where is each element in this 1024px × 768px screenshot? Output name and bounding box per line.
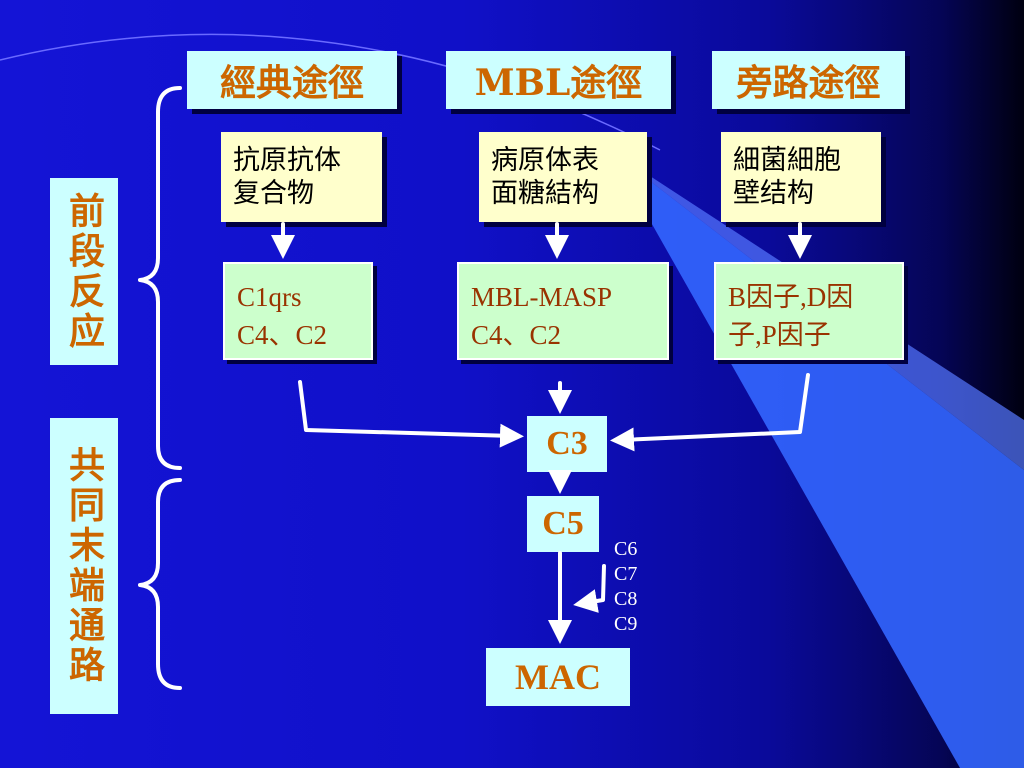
alternative-activator-line1: 細菌細胞 xyxy=(733,145,841,176)
classic-to-c3-arrow xyxy=(298,380,524,448)
mbl-activator-box: 病原体表 面糖結构 xyxy=(479,132,647,222)
mbl-component-box: MBL-MASP C4、C2 xyxy=(457,262,669,360)
classic-activator-line2: 复合物 xyxy=(233,178,314,209)
late-stage-label: 共同末端通路 xyxy=(50,418,118,714)
classic-component-line2: C4、C2 xyxy=(237,320,328,350)
alternative-component-line2: 子,P因子 xyxy=(728,320,831,350)
early-stage-label: 前段反应 xyxy=(50,178,118,365)
mbl-component-line1: MBL-MASP xyxy=(471,282,613,312)
mbl-component-line2: C4、C2 xyxy=(471,320,562,350)
c6-label: C6 xyxy=(614,538,638,560)
c3-box: C3 xyxy=(527,416,607,472)
alternative-component-box: B因子,D因 子,P因子 xyxy=(714,262,904,360)
classic-activator-box: 抗原抗体 复合物 xyxy=(221,132,382,222)
mbl-activator-line1: 病原体表 xyxy=(491,145,599,176)
alternative-activator-box: 細菌細胞 壁结构 xyxy=(721,132,881,222)
late-stage-brace xyxy=(138,478,182,690)
mbl-pathway-header: MBL途徑 xyxy=(446,51,671,109)
alternative-pathway-header: 旁路途徑 xyxy=(712,51,905,109)
mbl-activator-line2: 面糖結构 xyxy=(491,178,599,209)
c7-label: C7 xyxy=(614,563,638,585)
alternative-component-line1: B因子,D因 xyxy=(728,282,854,312)
classic-component-line1: C1qrs xyxy=(237,282,302,312)
alternative-activator-line2: 壁结构 xyxy=(733,178,814,209)
c9-label: C9 xyxy=(614,613,638,635)
classic-component-box: C1qrs C4、C2 xyxy=(223,262,373,360)
alternative-to-c3-arrow xyxy=(610,373,810,452)
mac-box: MAC xyxy=(486,648,630,706)
classic-pathway-header: 經典途徑 xyxy=(187,51,397,109)
c5-box: C5 xyxy=(527,496,599,552)
early-stage-brace xyxy=(138,86,182,470)
c8-label: C8 xyxy=(614,588,638,610)
classic-activator-line1: 抗原抗体 xyxy=(233,145,341,176)
c6-c9-join-arrow xyxy=(573,564,606,613)
